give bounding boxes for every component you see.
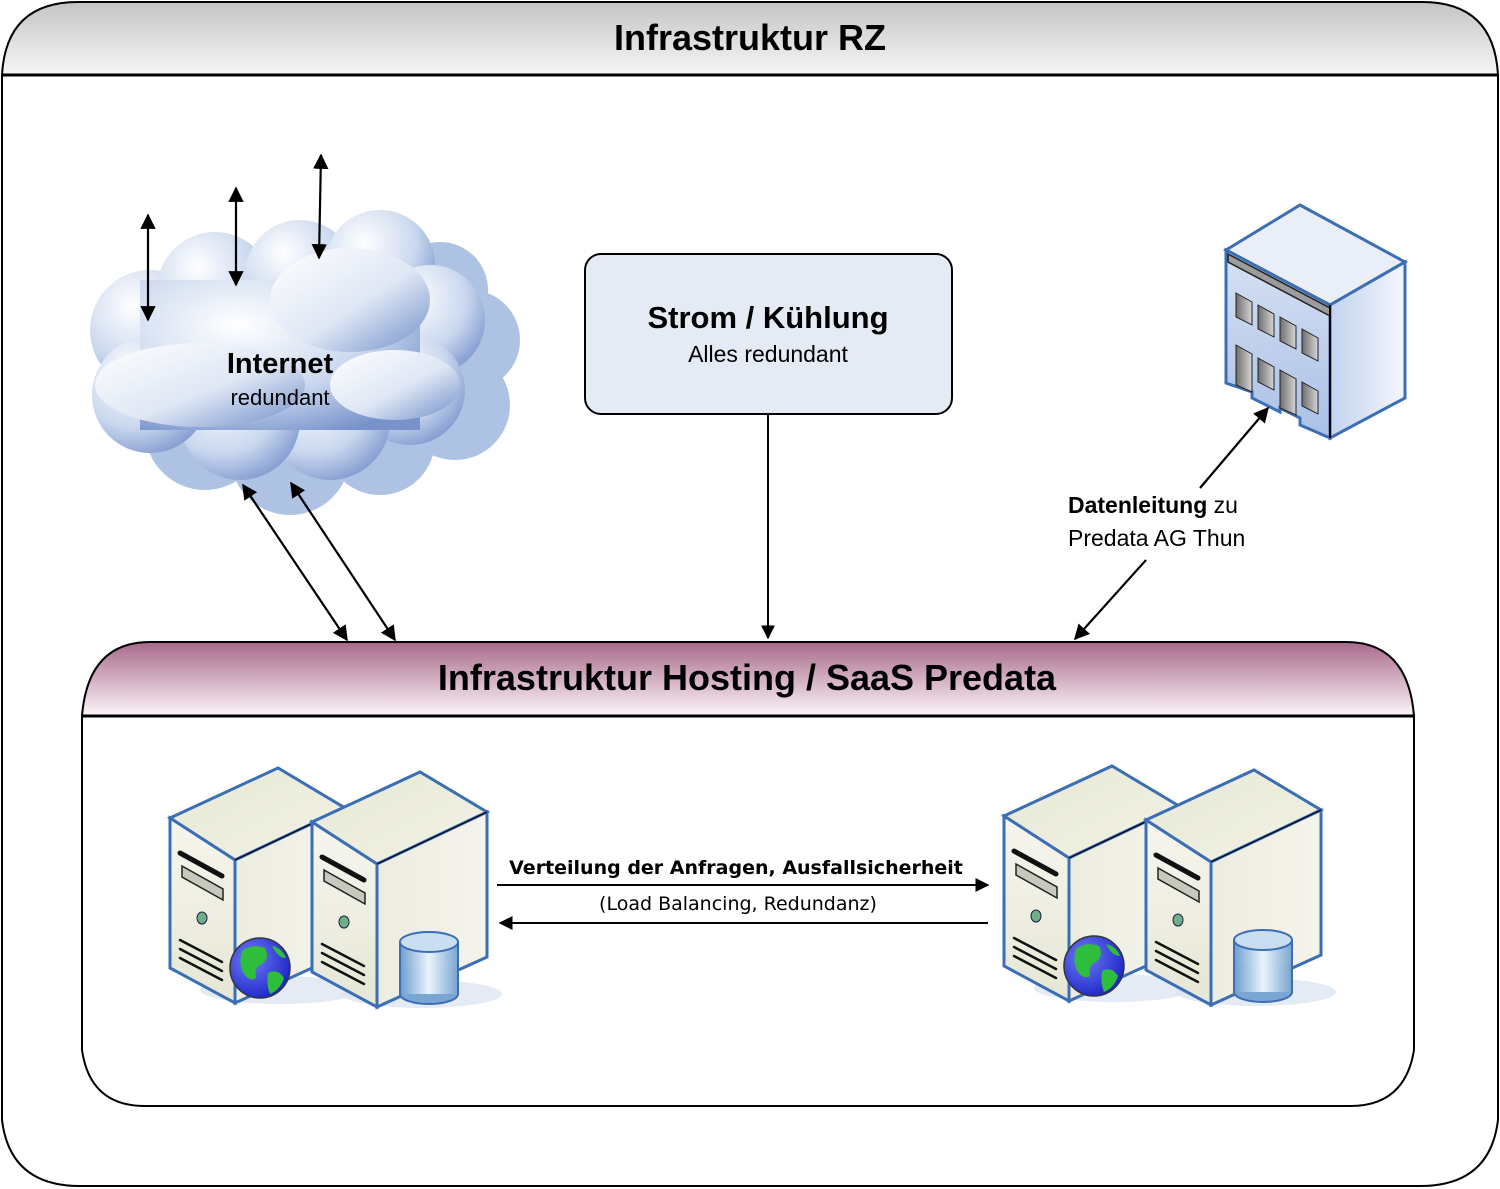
office-building-icon bbox=[1222, 203, 1409, 441]
globe-icon bbox=[1063, 935, 1125, 997]
server-group-left bbox=[166, 766, 502, 1010]
database-server bbox=[1142, 768, 1336, 1008]
data-line-label-bold: Datenleitung bbox=[1068, 492, 1207, 518]
building-hosting-arrow bbox=[1073, 559, 1147, 641]
globe-icon bbox=[229, 937, 291, 999]
database-icon bbox=[399, 931, 459, 1005]
database-icon bbox=[1233, 929, 1293, 1003]
power-cooling-title: Strom / Kühlung bbox=[647, 300, 888, 335]
outer-container-title: Infrastruktur RZ bbox=[614, 17, 886, 58]
load-balancing-sublabel: (Load Balancing, Redundanz) bbox=[599, 893, 877, 915]
database-server bbox=[308, 770, 502, 1010]
hosting-container-title: Infrastruktur Hosting / SaaS Predata bbox=[438, 657, 1057, 698]
data-line-label-rest: zu bbox=[1207, 492, 1238, 518]
power-cooling-box: Strom / Kühlung Alles redundant bbox=[584, 253, 953, 415]
internet-hosting-arrow-2 bbox=[290, 481, 396, 642]
internet-title: Internet bbox=[227, 348, 334, 380]
load-balancing-label: Verteilung der Anfragen, Ausfallsicherhe… bbox=[509, 857, 963, 879]
data-line-label: Datenleitung zu bbox=[1068, 492, 1238, 518]
power-cooling-subtitle: Alles redundant bbox=[688, 341, 848, 367]
internet-uplink-arrow-3 bbox=[311, 153, 329, 260]
building-uplink-arrow bbox=[1199, 406, 1269, 489]
data-line-label-line2: Predata AG Thun bbox=[1068, 525, 1245, 551]
power-cooling-box-bg bbox=[584, 253, 953, 415]
outer-container-header bbox=[0, 0, 1500, 76]
internet-subtitle: redundant bbox=[230, 385, 329, 410]
server-group-right bbox=[1000, 764, 1336, 1008]
hosting-container-header bbox=[80, 641, 1416, 717]
